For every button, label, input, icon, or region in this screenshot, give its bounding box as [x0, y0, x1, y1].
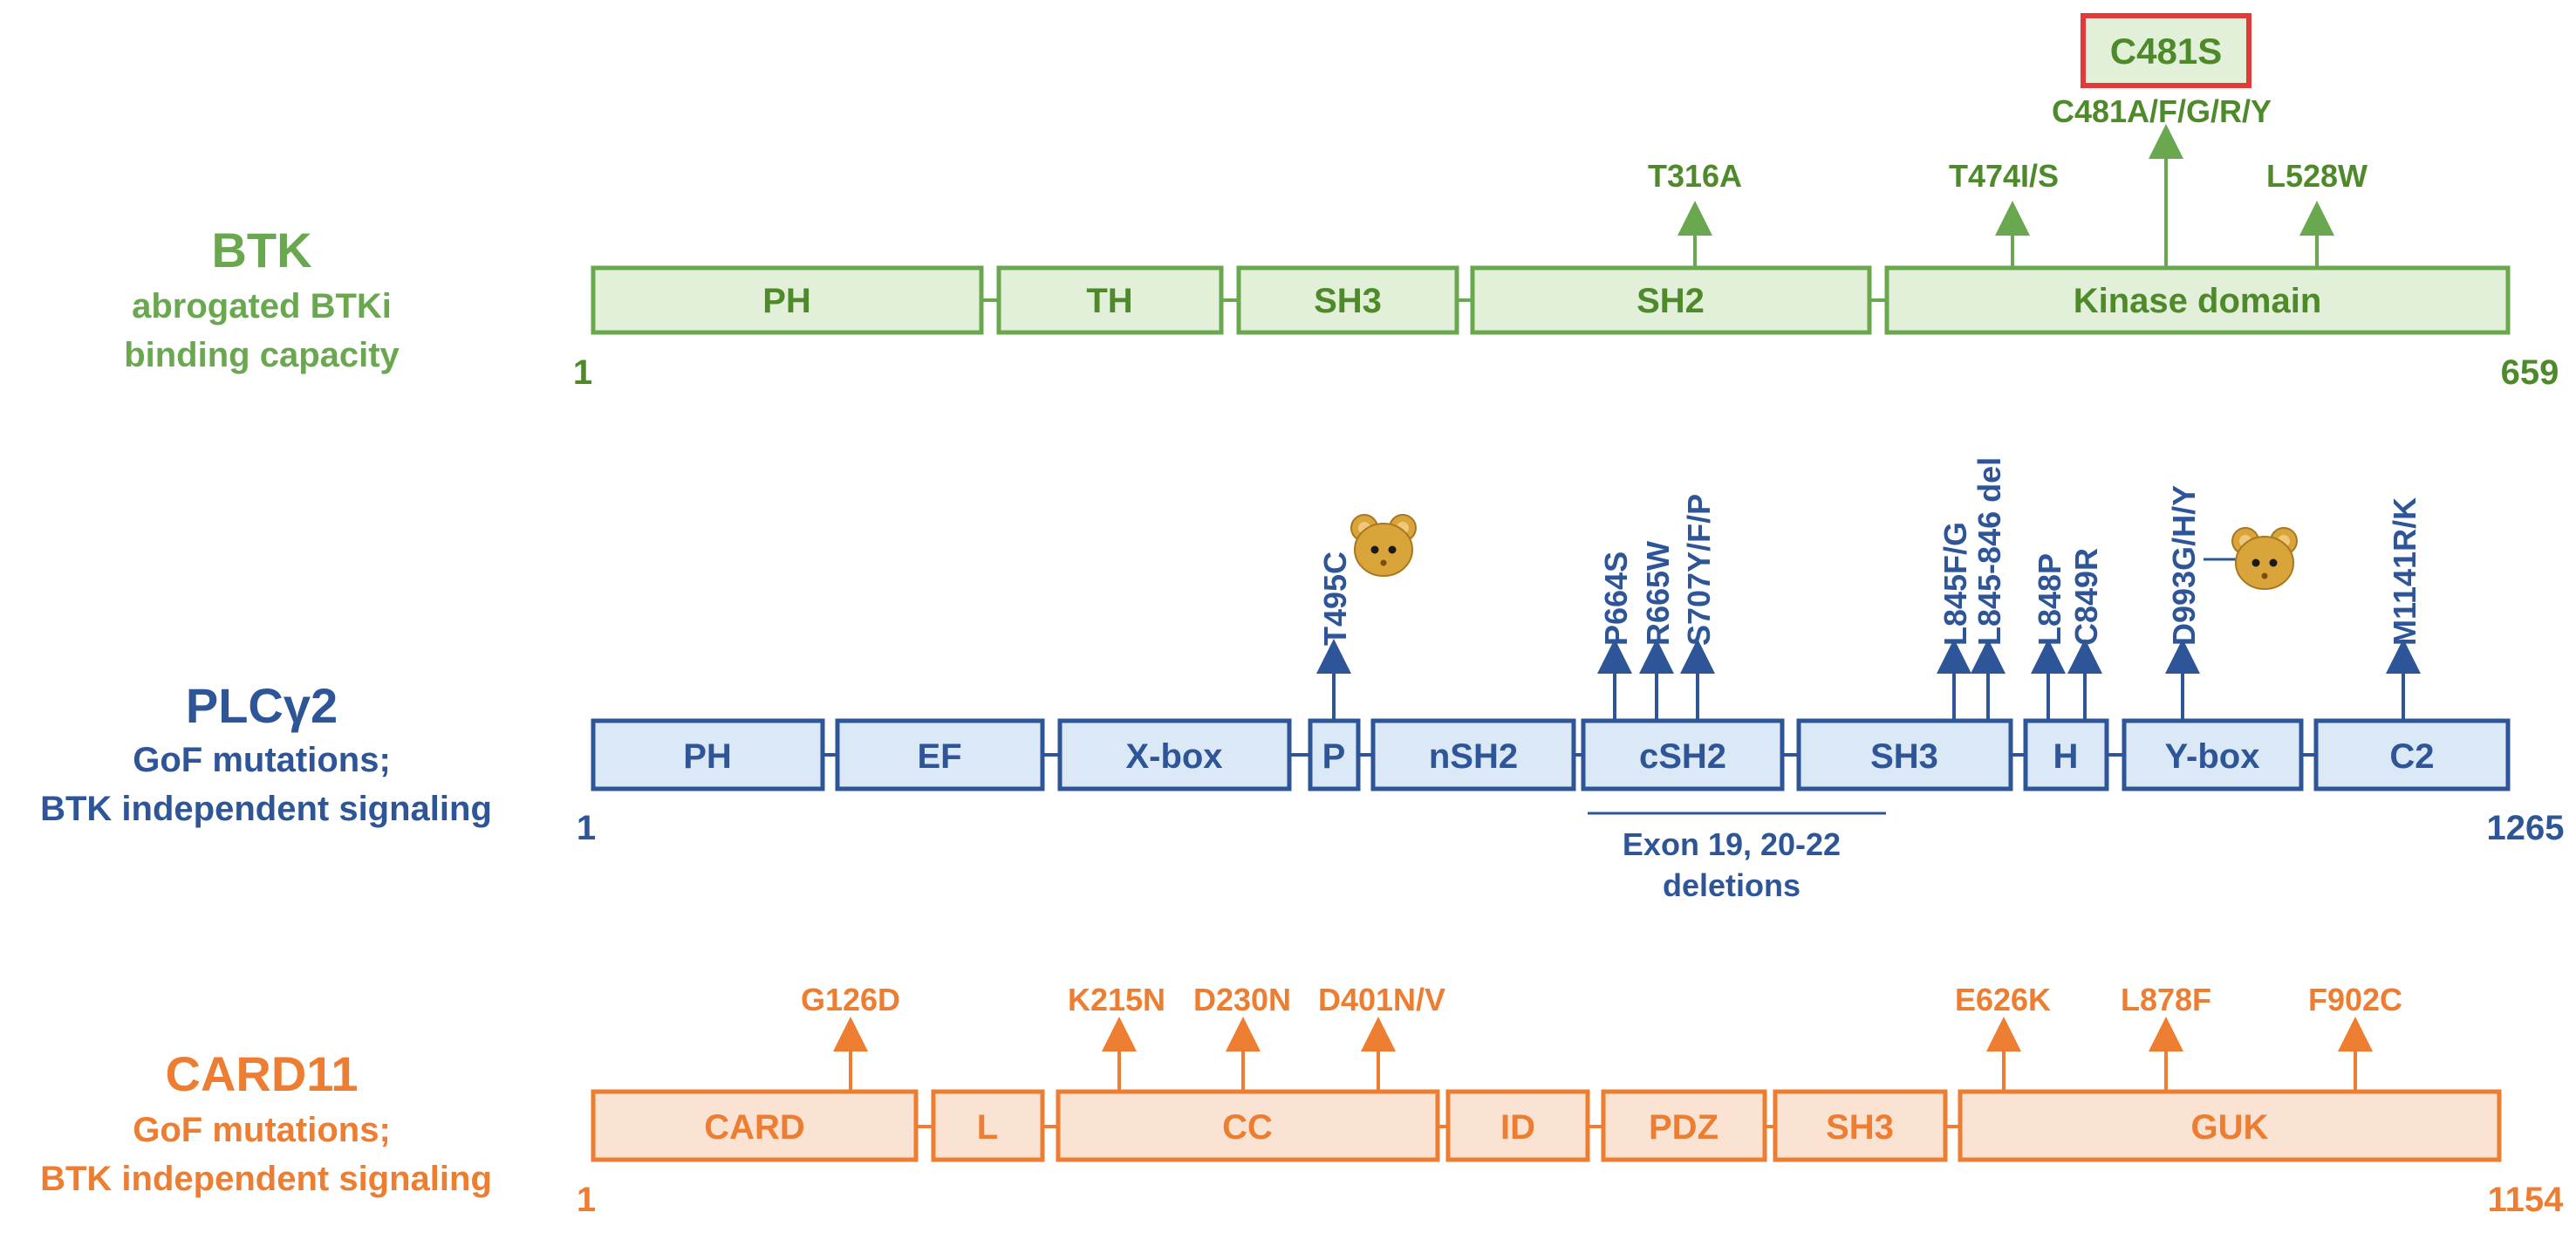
btk-domain-kinase-label: Kinase domain — [2074, 282, 2322, 320]
btk-domain-ph — [591, 265, 984, 335]
card11-domain-l — [931, 1089, 1045, 1162]
card11-domain-pdz — [1601, 1089, 1767, 1162]
plcg2-domain-nsh2 — [1370, 718, 1576, 791]
plcg2-domain-csh2 — [1581, 718, 1785, 791]
plcg2-start: 1 — [577, 809, 596, 847]
plcg2-domain-sh3-label: SH3 — [1870, 737, 1938, 776]
card11-mutation-l878f: L878F — [2121, 982, 2211, 1017]
card11-domain-guk — [1958, 1089, 2502, 1162]
btk-section: BTK abrogated BTKi binding capacity PH T… — [124, 13, 2559, 392]
plcg2-domain-nsh2-label: nSH2 — [1429, 737, 1518, 776]
plcg2-domain-c2 — [2313, 718, 2511, 791]
btk-mutation-t316a: T316A — [1648, 158, 1742, 194]
card11-start: 1 — [577, 1181, 596, 1219]
btk-start: 1 — [573, 353, 592, 392]
card11-domain-cc-label: CC — [1222, 1108, 1273, 1147]
plcg2-mutation-p664s: P664S — [1598, 551, 1634, 646]
plcg2-mutation-s707: S707Y/F/P — [1681, 494, 1717, 646]
card11-mutation-k215n: K215N — [1068, 982, 1165, 1017]
btk-domain-th — [996, 265, 1224, 335]
plcg2-domain-h-label: H — [2053, 737, 2079, 776]
plcg2-desc-line1: GoF mutations; — [133, 741, 391, 779]
plcg2-mutation-r665w: R665W — [1640, 541, 1676, 646]
plcg2-domain-csh2-label: cSH2 — [1639, 737, 1726, 776]
btk-domain-sh2-label: SH2 — [1636, 282, 1705, 320]
mouse-icon — [1350, 514, 1417, 577]
btk-domain-ph-label: PH — [762, 282, 811, 320]
card11-mutation-g126d: G126D — [801, 982, 900, 1017]
plcg2-domain-sh3 — [1796, 718, 2013, 791]
card11-mutation-e626k: E626K — [1955, 982, 2051, 1017]
card11-domain-pdz-label: PDZ — [1649, 1108, 1718, 1147]
plcg2-deletion-label-line2: deletions — [1663, 867, 1800, 903]
plcg2-end: 1265 — [2487, 809, 2565, 847]
plcg2-mutation-l848p: L848P — [2032, 553, 2067, 646]
plcg2-title: PLCγ2 — [186, 678, 338, 733]
card11-domain-guk-label: GUK — [2191, 1108, 2269, 1147]
plcg2-domain-xbox — [1057, 718, 1292, 791]
plcg2-domain-c2-label: C2 — [2389, 737, 2434, 776]
plcg2-mutation-t495c: T495C — [1317, 551, 1353, 646]
card11-domain-sh3 — [1773, 1089, 1948, 1162]
plcg2-mutation-c849r: C849R — [2068, 548, 2104, 646]
mouse-icon — [2231, 527, 2298, 590]
btk-domain-sh3 — [1236, 265, 1459, 335]
card11-title: CARD11 — [166, 1046, 359, 1101]
plcg2-mutation-l845fg: L845F/G — [1937, 522, 1973, 646]
card11-mutation-f902c: F902C — [2308, 982, 2402, 1017]
plcg2-desc-line2: BTK independent signaling — [40, 790, 492, 828]
plcg2-mutation-m1141: M1141R/K — [2387, 497, 2422, 646]
plcg2-domain-ef-label: EF — [917, 737, 961, 776]
card11-domain-l-label: L — [977, 1108, 998, 1147]
card11-end: 1154 — [2488, 1181, 2565, 1219]
card11-desc-line2: BTK independent signaling — [40, 1160, 492, 1198]
plcg2-domain-p — [1308, 718, 1361, 791]
btk-desc-line1: abrogated BTKi — [132, 287, 392, 325]
btk-highlight-c481s: C481S — [2110, 31, 2222, 72]
card11-section: CARD11 GoF mutations; BTK independent si… — [40, 982, 2564, 1219]
plcg2-domain-ph — [591, 718, 825, 791]
btk-domain-kinase — [1884, 265, 2511, 335]
btk-domain-th-label: TH — [1086, 282, 1132, 320]
btk-mutation-c481: C481A/F/G/R/Y — [2052, 93, 2272, 129]
card11-domain-sh3-label: SH3 — [1826, 1108, 1894, 1147]
plcg2-domain-ph-label: PH — [683, 737, 732, 776]
card11-domain-cc — [1056, 1089, 1440, 1162]
plcg2-domain-ybox-label: Y-box — [2165, 737, 2260, 776]
plcg2-mutation-l845-846del: L845-846 del — [1971, 457, 2007, 646]
btk-desc-line2: binding capacity — [124, 336, 400, 374]
plcg2-domain-ybox — [2122, 718, 2304, 791]
card11-mutation-d401: D401N/V — [1318, 982, 1445, 1017]
card11-desc-line1: GoF mutations; — [133, 1111, 391, 1149]
plcg2-domain-p-label: P — [1322, 737, 1346, 776]
btk-mutation-t474: T474I/S — [1949, 158, 2059, 194]
btk-mutation-l528w: L528W — [2266, 158, 2368, 194]
plcg2-mutation-d993: D993G/H/Y — [2166, 485, 2202, 646]
plcg2-section: PLCγ2 GoF mutations; BTK independent sig… — [40, 457, 2564, 903]
card11-domain-id-label: ID — [1500, 1108, 1535, 1147]
btk-domain-sh3-label: SH3 — [1314, 282, 1382, 320]
btk-title: BTK — [211, 223, 311, 277]
plcg2-domain-ef — [835, 718, 1045, 791]
btk-highlight-box — [2081, 13, 2251, 88]
btk-domain-sh2 — [1470, 265, 1872, 335]
plcg2-domain-xbox-label: X-box — [1125, 737, 1222, 776]
card11-domain-card — [591, 1089, 919, 1162]
plcg2-domain-h — [2023, 718, 2109, 791]
card11-domain-id — [1445, 1089, 1590, 1162]
card11-mutation-d230n: D230N — [1193, 982, 1291, 1017]
card11-domain-card-label: CARD — [704, 1108, 805, 1147]
plcg2-deletion-label-line1: Exon 19, 20-22 — [1623, 826, 1841, 862]
btk-end: 659 — [2501, 353, 2559, 392]
